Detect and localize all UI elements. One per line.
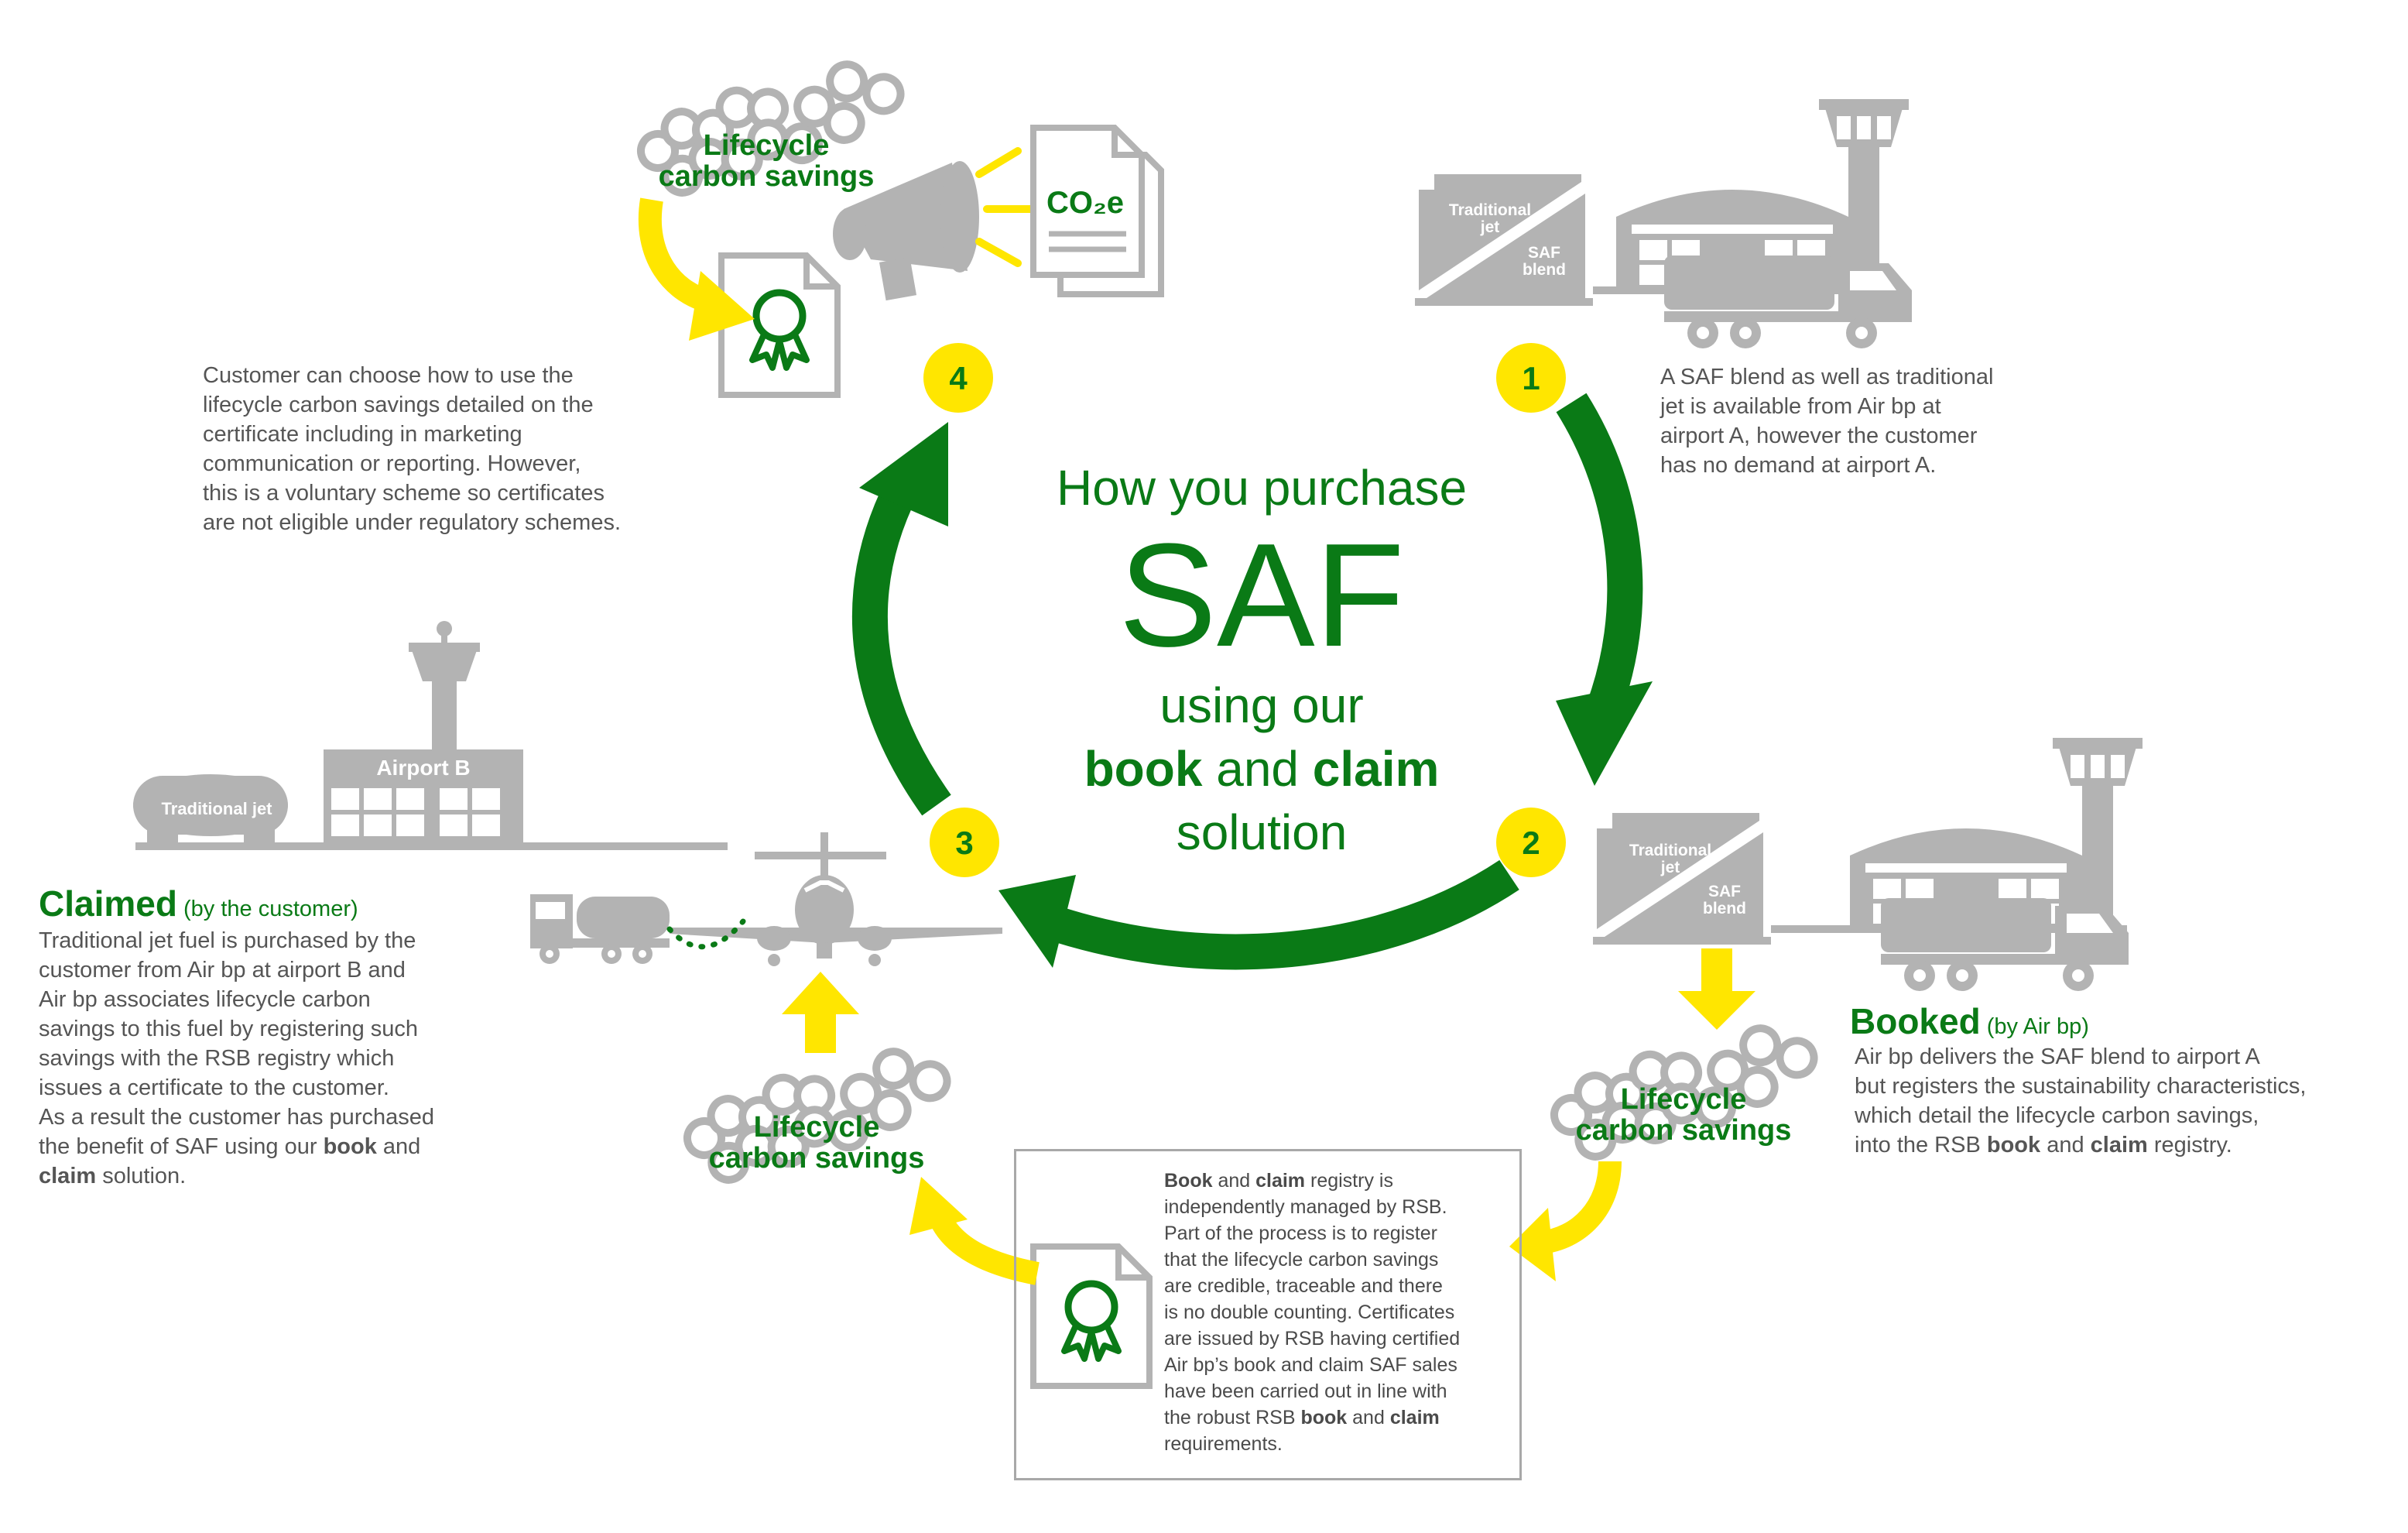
- airport-b-illustration: Traditional jet Airport B: [133, 621, 728, 850]
- svg-text:Traditional: Traditional: [1629, 842, 1711, 859]
- curved-arrow-top-left: [638, 197, 755, 341]
- svg-text:CO₂e: CO₂e: [1046, 186, 1124, 220]
- step-2-marker: 2: [1496, 808, 1566, 877]
- step-4-description: Customer can choose how to use the lifec…: [203, 363, 622, 535]
- title-line-1: How you purchase: [1056, 460, 1468, 516]
- fuel-truck-small-icon: [530, 894, 746, 964]
- center-title: How you purchase SAF using our book and …: [991, 457, 1533, 864]
- title-line-4: book and claim: [1084, 741, 1440, 797]
- step-1-marker: 1: [1496, 343, 1566, 413]
- certificate-icon-top: [721, 256, 837, 395]
- curved-arrow-from-registry: [909, 1177, 1040, 1285]
- lifecycle-label-left: Lifecycle carbon savings: [708, 1111, 925, 1175]
- svg-text:blend: blend: [1523, 261, 1566, 279]
- svg-text:Traditional: Traditional: [1449, 201, 1531, 219]
- megaphone-icon: [833, 161, 979, 301]
- booked-section: Booked (by Air bp) Air bp delivers the S…: [1850, 1000, 2306, 1160]
- step-1-description: A SAF blend as well as traditional jet i…: [1660, 365, 1994, 478]
- title-line-3: using our: [1159, 677, 1364, 733]
- down-arrow-icon: [1678, 948, 1755, 1030]
- cycle-arrow-3-to-4: [851, 422, 951, 816]
- lifecycle-label-top: Lifecycle carbon savings: [658, 129, 875, 193]
- svg-text:1: 1: [1522, 360, 1540, 396]
- svg-text:Traditional jet: Traditional jet: [161, 799, 272, 818]
- co2-document-icon: CO₂e: [1030, 125, 1164, 297]
- svg-text:blend: blend: [1703, 900, 1746, 917]
- booked-body: Air bp delivers the SAF blend to airport…: [1855, 1044, 2307, 1157]
- svg-text:Airport B: Airport B: [376, 756, 470, 780]
- svg-text:Airport A: Airport A: [1904, 806, 1997, 830]
- svg-text:4: 4: [949, 360, 968, 396]
- svg-text:SAF: SAF: [1528, 244, 1560, 262]
- svg-text:3: 3: [955, 825, 973, 861]
- svg-text:Airport A: Airport A: [1670, 166, 1763, 190]
- title-saf: SAF: [1118, 513, 1405, 677]
- lifecycle-label-right: Lifecycle carbon savings: [1575, 1083, 1792, 1147]
- svg-text:jet: jet: [1480, 218, 1500, 236]
- sound-rays-icon: [975, 147, 1037, 267]
- step-4-marker: 4: [923, 343, 993, 413]
- cycle-arrow-2-to-3: [998, 859, 1519, 970]
- up-arrow-icon: [782, 972, 859, 1053]
- claimed-section: Claimed (by the customer) Traditional je…: [39, 883, 434, 1191]
- booked-heading: Booked (by Air bp): [1850, 1001, 2089, 1041]
- svg-text:2: 2: [1522, 825, 1540, 861]
- airplane-icon: [670, 832, 1002, 966]
- claimed-heading: Claimed (by the customer): [39, 883, 358, 924]
- curved-arrow-to-registry: [1509, 1161, 1622, 1281]
- svg-text:jet: jet: [1660, 859, 1680, 876]
- airport-a-bottom-illustration: Traditional jet SAF blend Airport A: [1593, 738, 2143, 1030]
- airport-a-top-illustration: Traditional jet SAF blend Airport A: [1415, 99, 1912, 348]
- registry-description: Book and claim registry is independently…: [1164, 1170, 1461, 1455]
- registry-box: [1014, 1149, 1522, 1480]
- claimed-body: Traditional jet fuel is purchased by the…: [39, 928, 434, 1188]
- title-line-5: solution: [1176, 804, 1348, 860]
- step-3-marker: 3: [930, 808, 999, 877]
- svg-text:SAF: SAF: [1708, 883, 1741, 900]
- cycle-arrow-1-to-2: [1556, 393, 1653, 786]
